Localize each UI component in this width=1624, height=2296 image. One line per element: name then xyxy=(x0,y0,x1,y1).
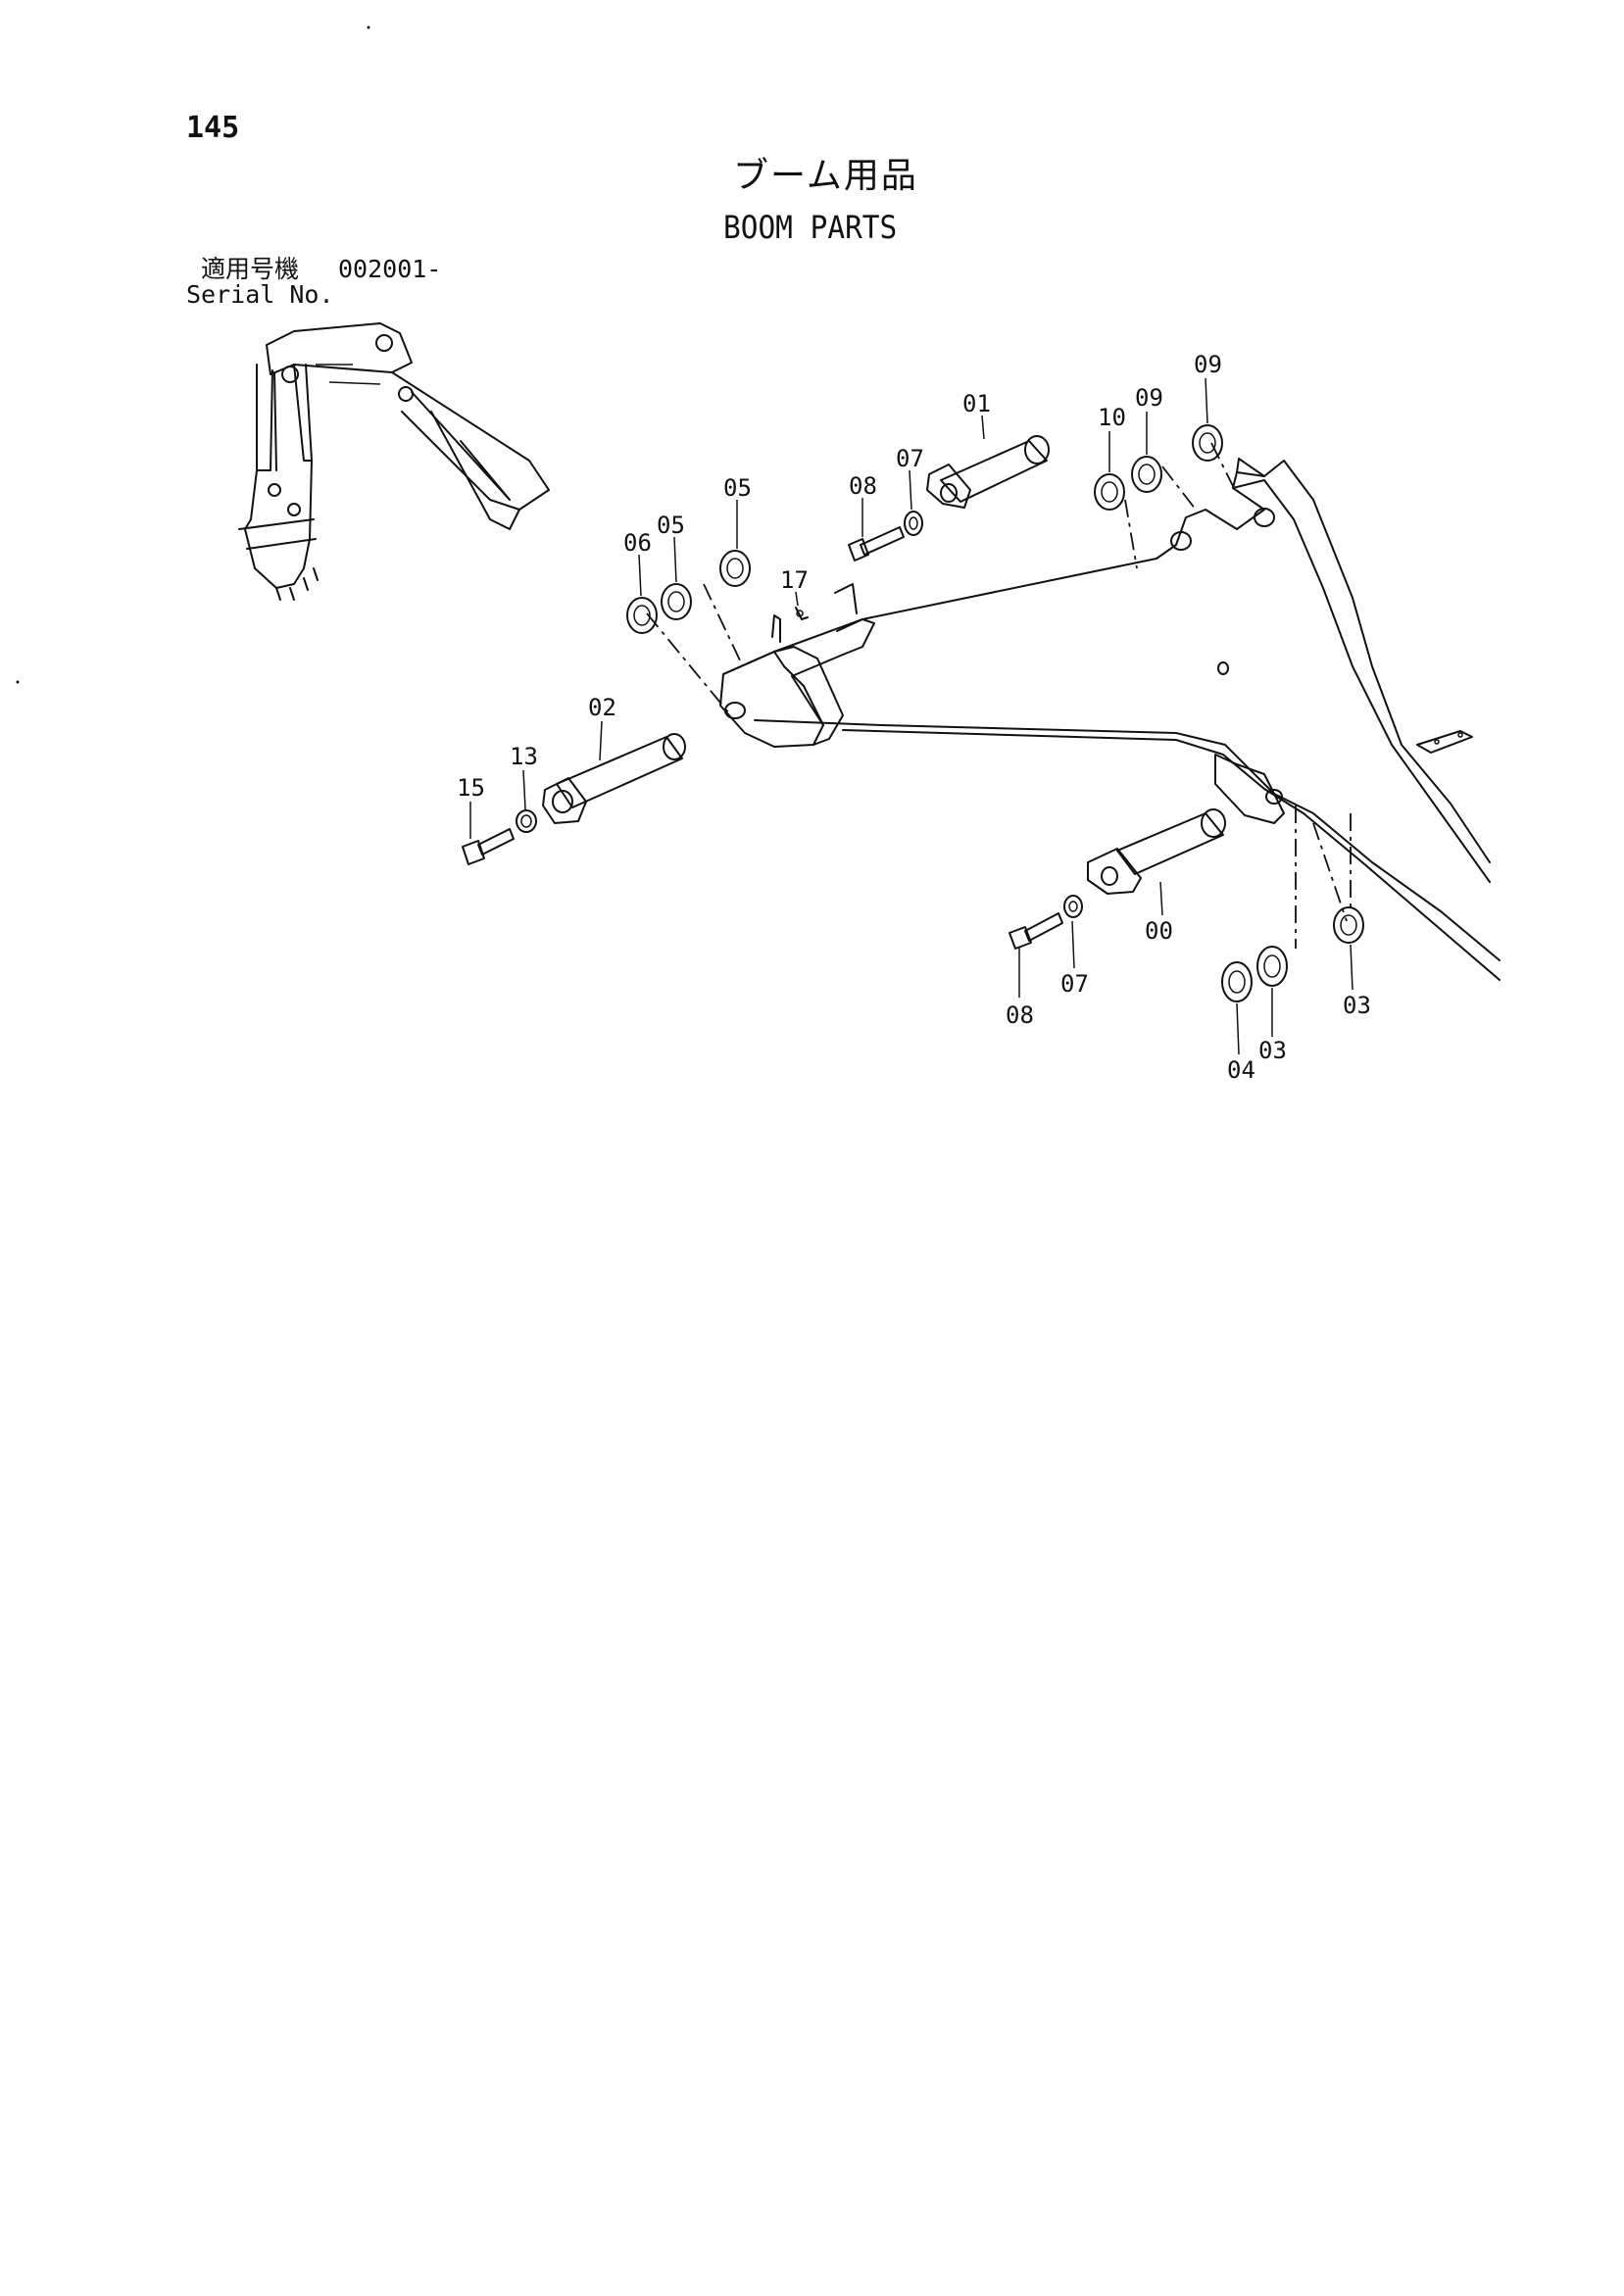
shim-part-03-b xyxy=(1333,906,1364,944)
callout-03-a: 03 xyxy=(1258,1037,1287,1064)
shim-part-05-b xyxy=(719,550,751,587)
bolt-part-15 xyxy=(462,828,515,865)
shim-part-04 xyxy=(1221,961,1253,1002)
callout-09-a: 09 xyxy=(1135,384,1163,412)
callout-00: 00 xyxy=(1145,917,1173,945)
attachment-overview-thumbnail xyxy=(238,322,550,601)
callout-13: 13 xyxy=(510,743,538,770)
callout-17: 17 xyxy=(780,566,809,594)
serial-label-japanese: 適用号機 xyxy=(201,255,300,283)
shim-part-05-a xyxy=(661,583,692,620)
callout-04: 04 xyxy=(1227,1056,1255,1084)
callout-07-lower: 07 xyxy=(1060,970,1089,998)
shim-part-09-a xyxy=(1131,456,1162,493)
shim-part-10 xyxy=(1094,473,1125,511)
callout-10: 10 xyxy=(1098,404,1126,431)
shim-group xyxy=(626,424,1364,1002)
page-number: 145 xyxy=(186,111,240,145)
shim-part-03-a xyxy=(1256,946,1288,987)
callout-05-a: 05 xyxy=(657,512,685,539)
ring-part-13 xyxy=(516,809,537,833)
callout-01: 01 xyxy=(962,390,991,417)
bolt-part-17 xyxy=(795,607,809,620)
callout-07-upper: 07 xyxy=(896,445,924,472)
leader-lines xyxy=(469,377,1353,1055)
callout-05-b: 05 xyxy=(723,474,752,502)
scan-speck xyxy=(367,25,370,29)
callout-09-b: 09 xyxy=(1194,351,1222,378)
callout-08-lower: 08 xyxy=(1006,1001,1034,1029)
washer-part-07-lower xyxy=(1063,895,1083,918)
pin-part-02 xyxy=(542,733,686,824)
assembly-center-lines xyxy=(646,442,1352,949)
callout-15: 15 xyxy=(457,774,485,802)
shim-part-09-b xyxy=(1192,424,1223,462)
bolt-part-08-lower xyxy=(1009,912,1063,950)
pin-part-01 xyxy=(926,435,1050,509)
bolt-part-08-upper xyxy=(848,526,905,562)
callout-03-b: 03 xyxy=(1343,992,1371,1019)
callout-labels: 01 10 09 09 07 08 05 05 06 17 02 13 15 0… xyxy=(457,351,1371,1084)
page-title-english: BOOM PARTS xyxy=(723,209,898,246)
washer-part-07-upper xyxy=(904,511,923,536)
boom-body xyxy=(719,458,1501,981)
page-title-japanese: ブーム用品 xyxy=(733,156,918,196)
pin-part-00 xyxy=(1087,808,1226,895)
callout-02: 02 xyxy=(588,694,616,721)
serial-number-value: 002001- xyxy=(338,255,442,283)
scan-speck xyxy=(16,680,20,684)
shim-part-06 xyxy=(626,597,658,634)
callout-08-upper: 08 xyxy=(849,472,877,500)
callout-06: 06 xyxy=(623,529,652,557)
serial-label-english: Serial No. xyxy=(186,280,334,309)
